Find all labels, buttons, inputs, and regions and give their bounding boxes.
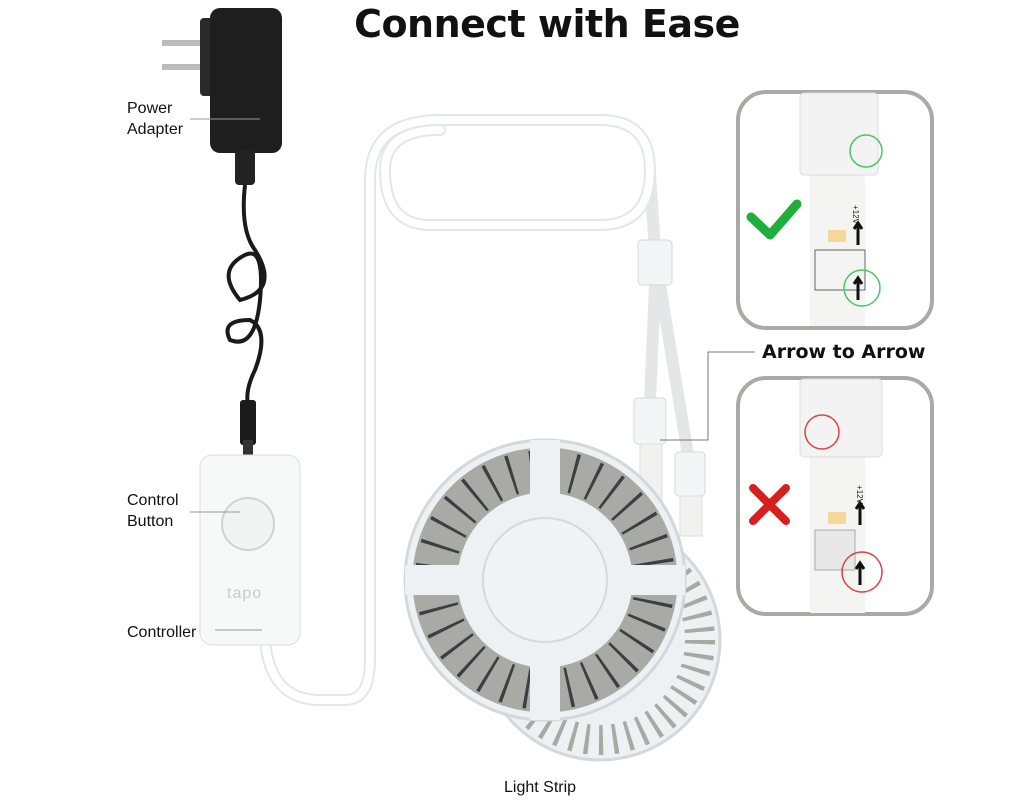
control-button [221, 497, 275, 551]
power-adapter-label-line1: Power [127, 100, 173, 117]
light-strip-label: Light Strip [504, 779, 577, 796]
power-cable [225, 184, 267, 406]
light-strip-reel-front [403, 438, 687, 722]
control-button-label-line2: Button [127, 513, 174, 530]
tapo-logo: tapo [227, 585, 263, 602]
power-adapter [162, 8, 282, 185]
control-button-label: Control Button [127, 490, 179, 532]
controller [199, 454, 301, 646]
strip-marking-incorrect: +12V [854, 485, 864, 504]
controller-label: Controller [127, 624, 197, 641]
arrow-to-arrow-callout: Arrow to Arrow [762, 341, 926, 363]
strip-connector-1 [633, 397, 667, 445]
inset-incorrect [736, 376, 934, 616]
strip-marking-correct: +12V [850, 205, 860, 224]
correct-arrow-ring-top [849, 134, 883, 168]
splitter-connector [637, 239, 673, 286]
power-adapter-label: Power Adapter [127, 98, 183, 140]
correct-arrow-ring-bottom [843, 269, 881, 307]
control-button-label-line1: Control [127, 492, 179, 509]
strip-connector-2 [674, 451, 706, 497]
check-icon [746, 199, 802, 240]
incorrect-arrow-ring-top [804, 414, 840, 450]
cross-icon [749, 484, 790, 525]
inset-correct [736, 90, 934, 330]
page-title: Connect with Ease [354, 2, 740, 46]
incorrect-arrow-ring-bottom [841, 551, 883, 593]
power-adapter-label-line2: Adapter [127, 121, 184, 138]
